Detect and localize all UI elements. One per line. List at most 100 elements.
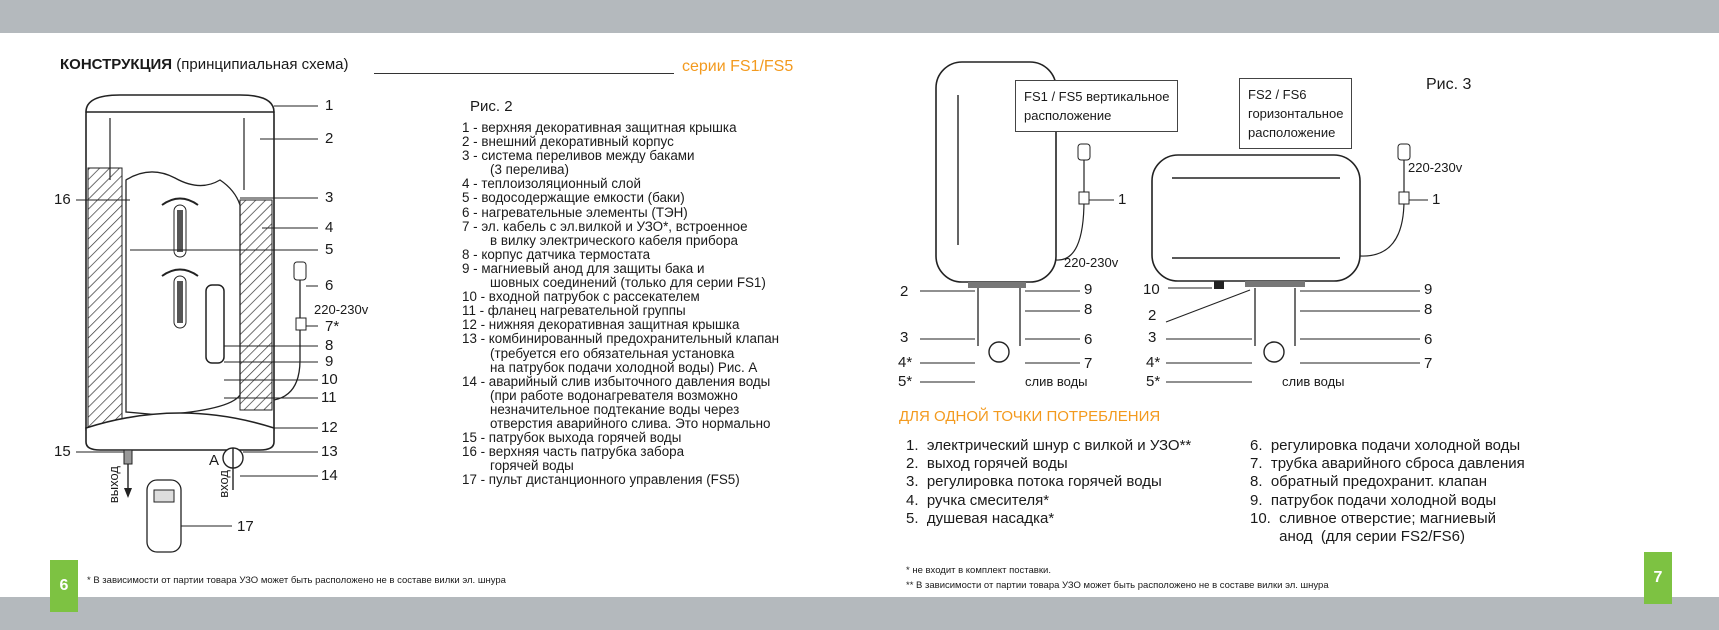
components-list-item: 6. регулировка подачи холодной воды xyxy=(1250,437,1521,454)
parts-list-item: 17 - пульт дистанционного управления (FS… xyxy=(462,472,740,488)
footnote-right-1: * не входит в комплект поставки. xyxy=(906,565,1051,576)
bottom-band xyxy=(0,597,1719,630)
h-callout-1: 1 xyxy=(1432,191,1441,208)
h-callout-8: 8 xyxy=(1424,301,1433,318)
callout-2: 2 xyxy=(325,130,334,147)
parts-list-item: (при работе водонагревателя возможно xyxy=(490,387,738,403)
parts-list-item: 8 - корпус датчика термостата xyxy=(462,246,651,262)
callout-11: 11 xyxy=(321,389,337,406)
parts-list-item: 16 - верхняя часть патрубка забора xyxy=(462,444,685,460)
parts-list-item: 3 - система переливов между баками xyxy=(462,148,695,164)
parts-list-item: 1 - верхняя декоративная защитная крышка xyxy=(462,120,737,135)
callout-13: 13 xyxy=(321,443,338,460)
outlet-label: выход xyxy=(106,466,121,504)
components-list-item: 1. электрический шнур с вилкой и УЗО** xyxy=(906,437,1192,454)
callout-17: 17 xyxy=(237,518,254,535)
figure-2-label: Рис. 2 xyxy=(470,98,513,115)
components-list-item: 5. душевая насадка* xyxy=(906,509,1055,527)
horizontal-box-line-3: расположение xyxy=(1248,125,1336,140)
h-callout-10: 10 xyxy=(1143,281,1160,298)
page-number-right: 7 xyxy=(1644,552,1672,604)
callout-12: 12 xyxy=(321,419,338,436)
callout-6: 6 xyxy=(325,277,334,294)
v-callout-7: 7 xyxy=(1084,355,1093,372)
callout-4: 4 xyxy=(325,219,334,236)
components-list-item: 10. сливное отверстие; магниевый xyxy=(1250,509,1496,527)
voltage-label-vertical: 220-230v xyxy=(1064,255,1119,270)
callout-3: 3 xyxy=(325,189,334,206)
v-callout-4: 4* xyxy=(898,354,913,371)
h-callout-4: 4* xyxy=(1146,354,1161,371)
callout-9: 9 xyxy=(325,353,334,370)
h-callout-3: 3 xyxy=(1148,329,1157,346)
v-drain-label: слив воды xyxy=(1025,374,1088,389)
parts-list-item: 9 - магниевый анод для защиты бака и xyxy=(462,260,705,276)
parts-list: 1 - верхняя декоративная защитная крышка… xyxy=(462,120,792,488)
left-heater-drawing xyxy=(76,94,318,553)
h-drain-label: слив воды xyxy=(1282,374,1345,389)
title-rule xyxy=(374,73,674,74)
components-list-item: анод (для серии FS2/FS6) xyxy=(1250,528,1465,546)
footnote-right-2: ** В зависимости от партии товара УЗО мо… xyxy=(906,580,1329,591)
callout-7: 7* xyxy=(325,318,340,335)
parts-list-item: 7 - эл. кабель с эл.вилкой и УЗО*, встро… xyxy=(462,218,748,234)
components-list-item: 7. трубка аварийного сброса давления xyxy=(1250,455,1525,473)
v-callout-5: 5* xyxy=(898,373,913,390)
h-callout-9: 9 xyxy=(1424,281,1433,298)
components-list-item: 4. ручка смесителя* xyxy=(906,491,1050,509)
parts-list-item: 12 - нижняя декоративная защитная крышка xyxy=(462,317,740,333)
v-callout-6: 6 xyxy=(1084,331,1093,348)
callout-1: 1 xyxy=(325,97,334,114)
components-list-item: 2. выход горячей воды xyxy=(906,455,1068,473)
voltage-label-horizontal: 220-230v xyxy=(1408,160,1463,175)
callout-5: 5 xyxy=(325,241,334,258)
v-callout-3: 3 xyxy=(900,329,909,346)
h-callout-6: 6 xyxy=(1424,331,1433,348)
parts-list-item: 5 - водосодержащие емкости (баки) xyxy=(462,190,685,206)
h-callout-7: 7 xyxy=(1424,355,1433,372)
parts-list-item: 11 - фланец нагревательной группы xyxy=(462,303,686,319)
v-callout-2: 2 xyxy=(900,283,909,300)
v-callout-9: 9 xyxy=(1084,281,1093,298)
callout-14: 14 xyxy=(321,467,338,484)
parts-list-item: 15 - патрубок выхода горячей воды xyxy=(462,430,682,446)
page-number-left: 6 xyxy=(50,560,78,612)
parts-list-item: шовных соединений (только для серии FS1) xyxy=(490,275,766,291)
parts-list-item: 13 - комбинированный предохранительный к… xyxy=(462,331,780,347)
parts-list-item: (3 перелива) xyxy=(490,162,569,178)
series-label: серии FS1/FS5 xyxy=(682,58,794,75)
title-subtitle: (принципиальная схема) xyxy=(176,56,349,73)
v-callout-8: 8 xyxy=(1084,301,1093,318)
components-list-left: 1. электрический шнур с вилкой и УЗО**2.… xyxy=(906,437,1191,528)
parts-list-item: горячей воды xyxy=(490,458,574,474)
horizontal-box-line-2: горизонтальное xyxy=(1248,106,1344,121)
callout-a: A xyxy=(209,452,220,469)
vertical-box-line-1: FS1 / FS5 вертикальное xyxy=(1024,89,1170,104)
horizontal-position-box: FS2 / FS6 горизонтальное расположение xyxy=(1239,78,1353,149)
title-bold: КОНСТРУКЦИЯ xyxy=(60,56,173,73)
inlet-label: вход xyxy=(216,470,231,498)
h-callout-2: 2 xyxy=(1148,307,1157,324)
callout-10: 10 xyxy=(321,371,338,388)
parts-list-item: 6 - нагревательные элементы (ТЭН) xyxy=(462,204,688,220)
parts-list-item: отверстия аварийного слива. Это нормальн… xyxy=(490,415,771,431)
parts-list-item: (требуется его обязательная установка xyxy=(490,345,735,361)
footnote-left: * В зависимости от партии товара УЗО мож… xyxy=(87,575,506,586)
vertical-box-line-2: расположение xyxy=(1024,108,1112,123)
v-callout-1: 1 xyxy=(1118,191,1127,208)
callout-8: 8 xyxy=(325,337,334,354)
parts-list-item: 2 - внешний декоративный корпус xyxy=(462,134,674,150)
components-list-item: 8. обратный предохранит. клапан xyxy=(1250,473,1487,491)
parts-list-item: 14 - аварийный слив избыточного давления… xyxy=(462,373,771,389)
figure-3-label: Рис. 3 xyxy=(1426,76,1472,93)
section-title: ДЛЯ ОДНОЙ ТОЧКИ ПОТРЕБЛЕНИЯ xyxy=(899,408,1161,425)
top-band xyxy=(0,0,1719,33)
parts-list-item: в вилку электрического кабеля прибора xyxy=(490,232,738,248)
voltage-label: 220-230v xyxy=(314,302,369,317)
callout-16: 16 xyxy=(54,191,71,208)
parts-list-item: 10 - входной патрубок с рассекателем xyxy=(462,289,700,305)
parts-list-item: незначительное подтекание воды через xyxy=(490,401,740,417)
horizontal-box-line-1: FS2 / FS6 xyxy=(1248,87,1307,102)
